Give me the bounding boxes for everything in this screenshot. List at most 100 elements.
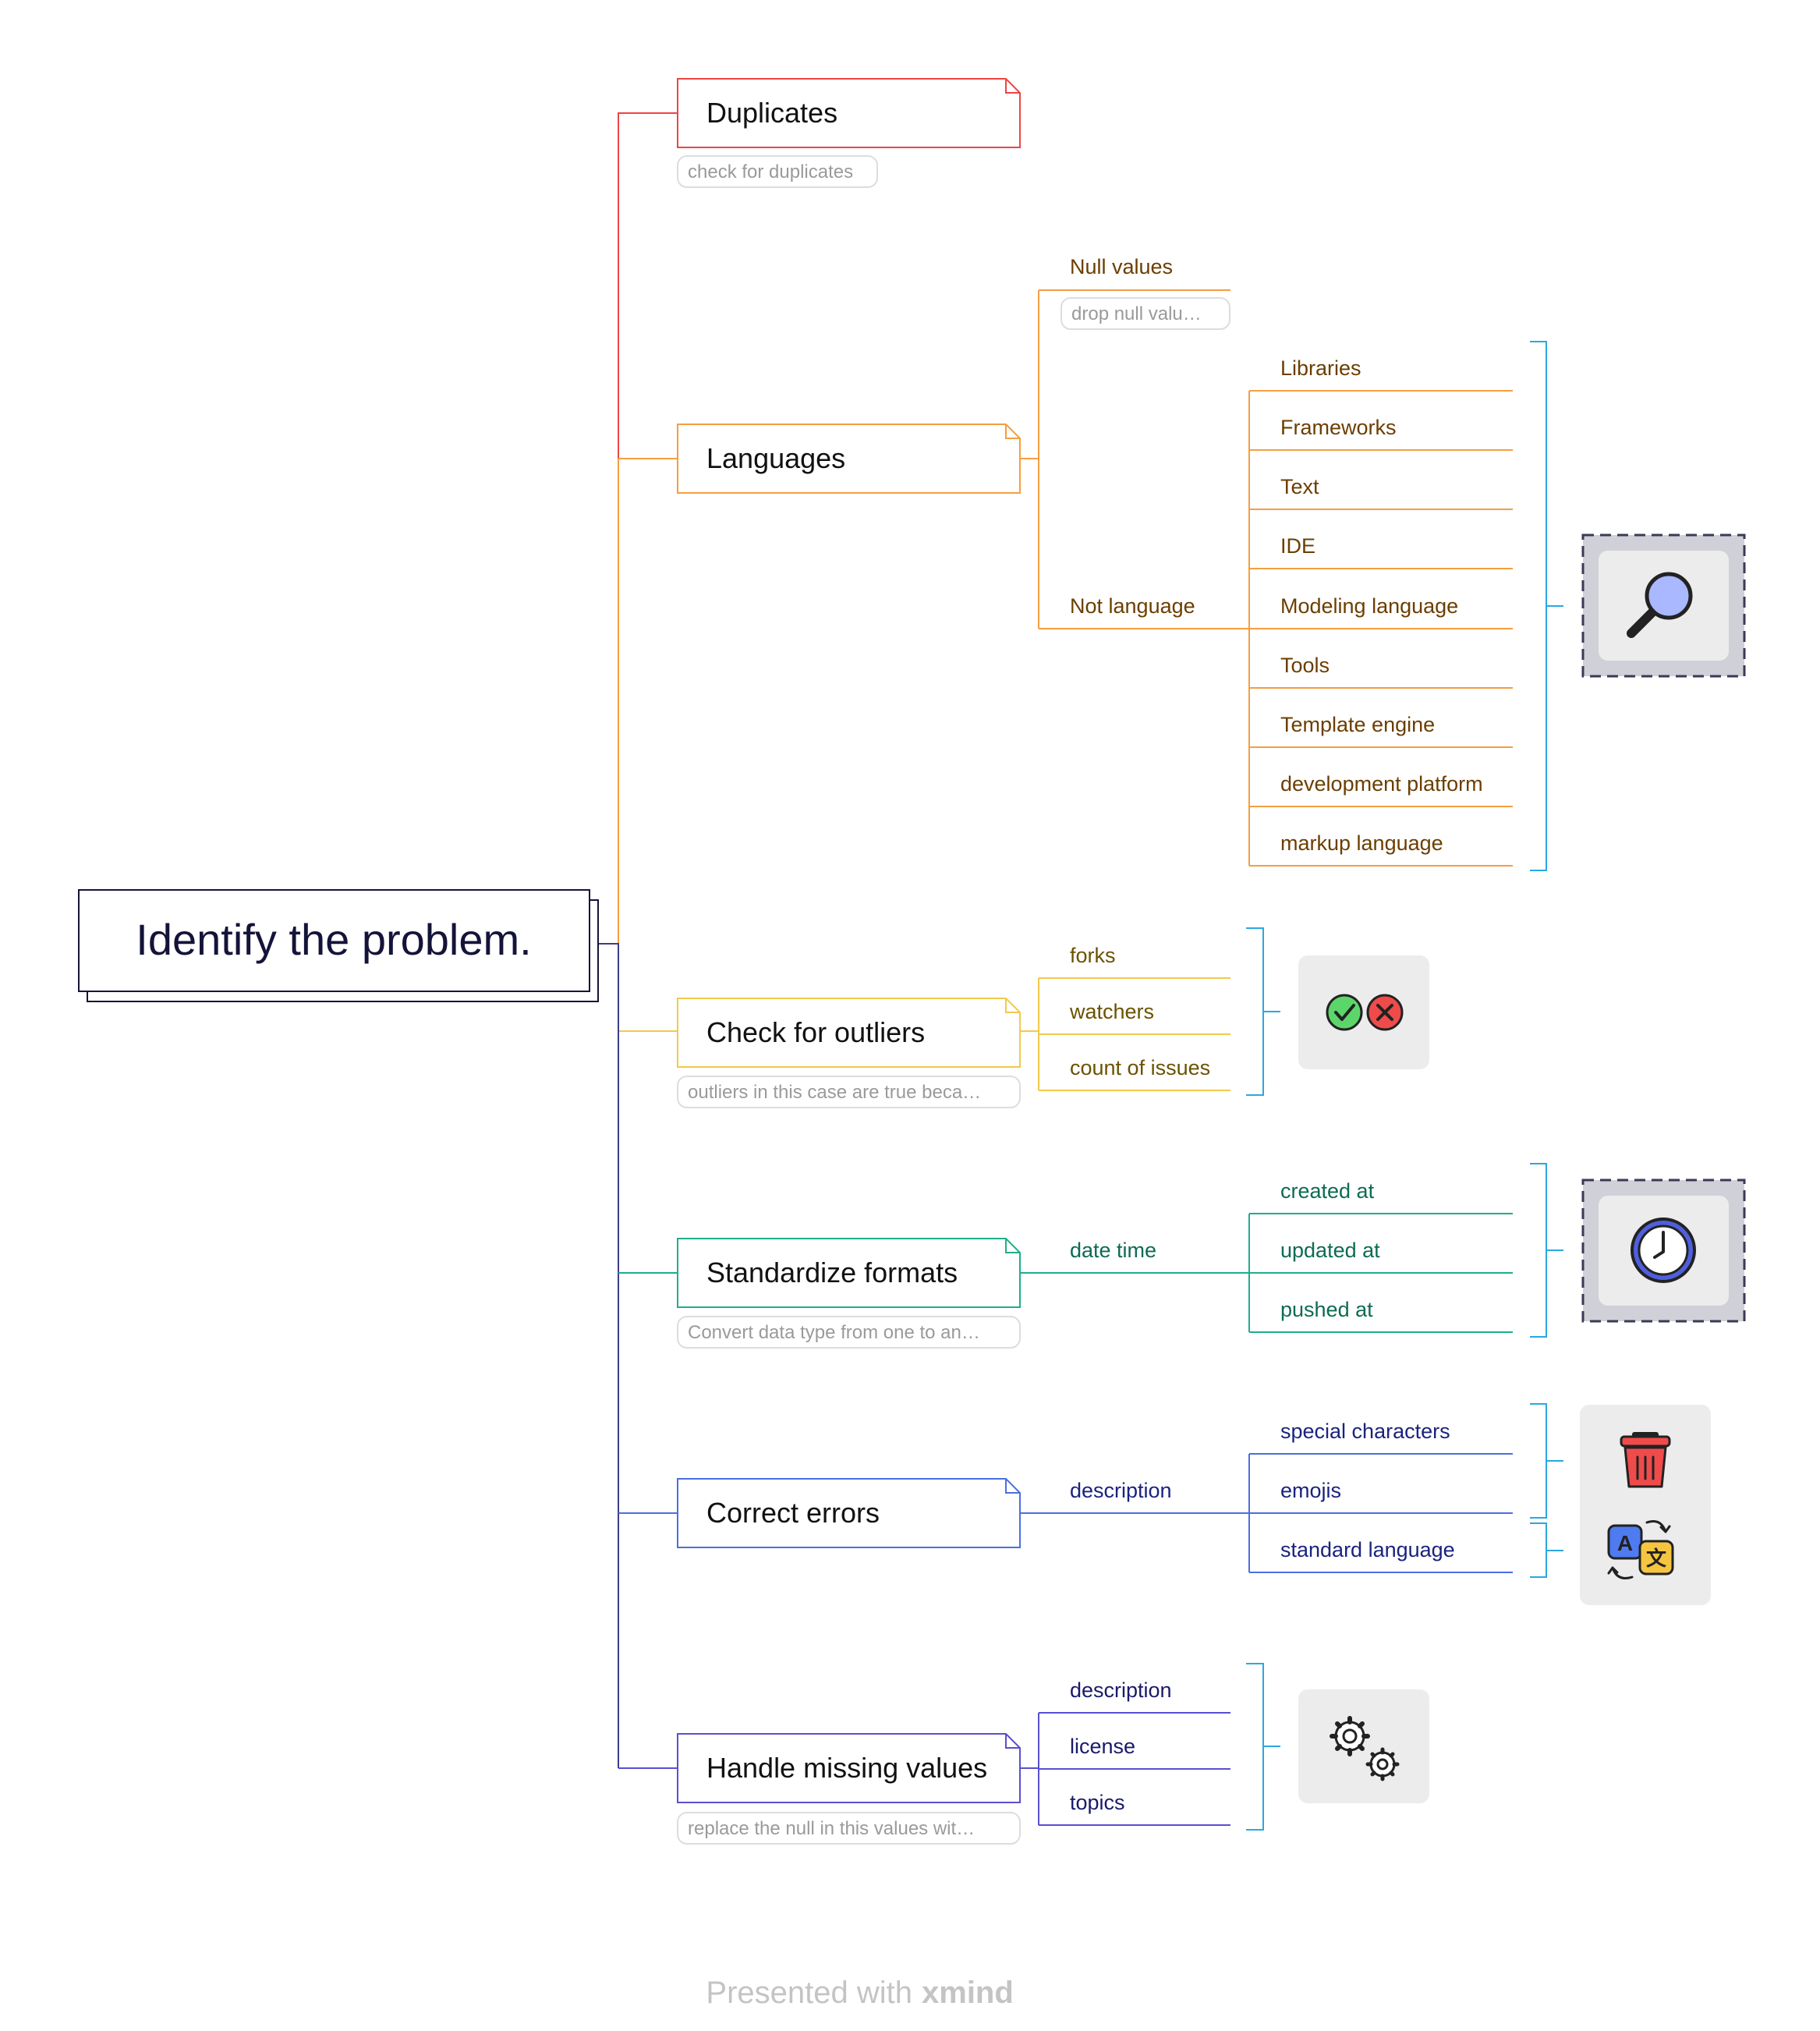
leaf-topics[interactable]: topics	[1070, 1791, 1125, 1814]
leaf-template-engine[interactable]: Template engine	[1280, 713, 1435, 736]
note-box	[1060, 297, 1230, 330]
topic-box	[677, 1478, 1021, 1548]
leaf-special-characters[interactable]: special characters	[1280, 1420, 1450, 1443]
not-language-children: Libraries Frameworks Text IDE Modeling l…	[1280, 356, 1483, 855]
note-formats[interactable]: Convert data type from one to an…	[677, 1316, 1021, 1349]
translate-b-box	[1638, 1540, 1674, 1576]
leaf-tools[interactable]: Tools	[1280, 654, 1330, 677]
subtopic-not-language[interactable]: Not language	[1070, 594, 1195, 618]
translate-arrow-top	[1645, 1520, 1671, 1533]
leaf-description[interactable]: description	[1070, 1678, 1172, 1702]
note-label: replace the null in this values wit…	[688, 1818, 975, 1839]
check-mark	[1334, 1004, 1355, 1021]
central-label: Identify the problem.	[136, 915, 531, 964]
magnifier-handle	[1627, 608, 1656, 638]
outliers-children: forks watchers count of issues	[1069, 944, 1210, 1079]
subtopic-label: Null values	[1070, 255, 1173, 278]
topic-box	[677, 78, 1021, 148]
icon-tile	[1298, 955, 1429, 1069]
leaf-updated-at[interactable]: updated at	[1280, 1239, 1380, 1262]
magnifier-icon[interactable]	[1581, 533, 1746, 678]
fold-corner	[1005, 1479, 1020, 1494]
note-duplicates[interactable]: check for duplicates	[677, 155, 878, 188]
gear-large-hole	[1342, 1728, 1358, 1744]
leaf-text[interactable]: Text	[1280, 475, 1319, 498]
leaf-frameworks[interactable]: Frameworks	[1280, 416, 1397, 439]
summary-bracket-missing	[1246, 1663, 1280, 1831]
subtopic-label: date time	[1070, 1239, 1156, 1262]
note-label: drop null valu…	[1071, 303, 1202, 324]
leaf-pushed-at[interactable]: pushed at	[1280, 1298, 1373, 1321]
footer-prefix: Presented with	[706, 1976, 912, 2010]
footer-brand: xmind	[922, 1976, 1014, 2010]
fold-corner	[1005, 998, 1020, 1013]
leaf-emojis[interactable]: emojis	[1280, 1479, 1341, 1502]
topic-languages[interactable]: Languages	[677, 424, 1021, 494]
leaf-libraries[interactable]: Libraries	[1280, 356, 1361, 380]
note-box	[677, 155, 878, 188]
outliers-subtree	[1020, 977, 1230, 1091]
translate-icon[interactable]: A 文	[1607, 1520, 1674, 1579]
missing-children: description license topics	[1070, 1678, 1172, 1814]
note-outliers[interactable]: outliers in this case are true beca…	[677, 1076, 1021, 1108]
note-missing[interactable]: replace the null in this values wit…	[677, 1812, 1021, 1845]
leaf-markup-language[interactable]: markup language	[1280, 831, 1443, 855]
leaf-count-of-issues[interactable]: count of issues	[1070, 1056, 1210, 1079]
trunk-connectors	[597, 112, 678, 1769]
translate-b-glyph: 文	[1646, 1547, 1667, 1571]
topic-label: Standardize formats	[706, 1257, 958, 1288]
summary-brackets-errors	[1530, 1403, 1563, 1578]
topic-label: Check for outliers	[706, 1016, 925, 1048]
topic-errors[interactable]: Correct errors	[677, 1478, 1021, 1548]
leaf-modeling-language[interactable]: Modeling language	[1280, 594, 1458, 618]
topic-formats[interactable]: Standardize formats	[677, 1238, 1021, 1308]
gears-icon[interactable]	[1298, 1689, 1429, 1803]
connector-languages	[618, 458, 678, 944]
errors-icons: A 文	[1580, 1405, 1711, 1605]
topic-missing[interactable]: Handle missing values	[677, 1733, 1021, 1803]
bracket	[1246, 927, 1280, 1096]
subtopic-date-time[interactable]: date time	[1070, 1239, 1156, 1262]
leaf-forks[interactable]: forks	[1070, 944, 1116, 967]
subtopic-errors-description[interactable]: description	[1070, 1479, 1172, 1502]
clock-icon[interactable]	[1581, 1179, 1746, 1323]
leaf-standard-language[interactable]: standard language	[1280, 1538, 1455, 1561]
trash-icon[interactable]	[1620, 1432, 1671, 1488]
subtopic-null-values[interactable]: Null values	[1070, 255, 1173, 278]
central-topic[interactable]: Identify the problem.	[78, 889, 599, 1002]
note-null-values[interactable]: drop null valu…	[1060, 297, 1230, 330]
leaf-development-platform[interactable]: development platform	[1280, 772, 1483, 796]
fold-corner	[1005, 79, 1020, 94]
note-label: Convert data type from one to an…	[688, 1322, 980, 1343]
trash-lid	[1620, 1435, 1671, 1448]
trunk-lower	[597, 943, 619, 1768]
central-box	[78, 889, 590, 992]
gear-large-teeth	[1330, 1716, 1370, 1756]
summary-bracket-languages	[1530, 341, 1563, 871]
gear-small-teeth	[1365, 1747, 1400, 1781]
topic-box	[677, 998, 1021, 1068]
gear-small-hole	[1376, 1758, 1389, 1770]
leaf-license[interactable]: license	[1070, 1735, 1135, 1758]
leaf-created-at[interactable]: created at	[1280, 1179, 1375, 1203]
bracket-lower	[1530, 1522, 1563, 1578]
bracket	[1530, 341, 1563, 871]
topic-box	[677, 1733, 1021, 1803]
leaf-ide[interactable]: IDE	[1280, 534, 1315, 558]
leaf-watchers[interactable]: watchers	[1069, 1000, 1154, 1023]
icon-tile	[1298, 1689, 1429, 1803]
footer-watermark: Presented with xmind	[706, 1976, 1013, 2010]
subtopic-label: description	[1070, 1479, 1172, 1502]
missing-subtree	[1020, 1712, 1230, 1826]
note-box	[677, 1812, 1021, 1845]
bracket	[1246, 1663, 1280, 1831]
note-box	[677, 1076, 1021, 1108]
topic-outliers[interactable]: Check for outliers	[677, 998, 1021, 1068]
check-cross-icon[interactable]	[1298, 955, 1429, 1069]
topic-label: Languages	[706, 442, 845, 474]
subtopic-label: Not language	[1070, 594, 1195, 618]
connector-duplicates	[618, 112, 678, 459]
topic-duplicates[interactable]: Duplicates	[677, 78, 1021, 148]
topic-label: Handle missing values	[706, 1752, 987, 1784]
